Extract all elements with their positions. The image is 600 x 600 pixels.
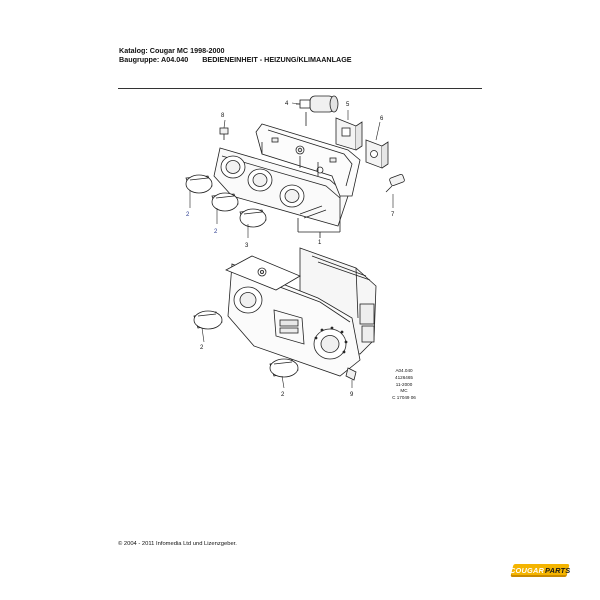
callout-6: 6	[380, 116, 384, 122]
control-knob-upper-middle	[211, 192, 239, 212]
front-panel-bezel	[213, 147, 349, 227]
ref-group: A04.040	[395, 368, 413, 373]
blower-actuator	[296, 95, 339, 126]
control-knob-lower-right	[269, 358, 299, 378]
copyright-notice: © 2004 - 2011 Infomedia Ltd und Lizenzge…	[118, 541, 237, 547]
callout-8: 8	[221, 113, 225, 119]
catalog-line: Katalog: Cougar MC 1998-2000	[119, 46, 225, 55]
cable-harness-lines	[261, 142, 319, 176]
selector-switch	[335, 117, 363, 151]
rear-mounting-plate	[255, 123, 361, 197]
control-unit-assembly	[225, 247, 377, 381]
header-divider	[118, 88, 482, 89]
illumination-bulb	[385, 174, 405, 193]
callout-2-upper-left: 2	[186, 212, 190, 218]
callout-4: 4	[285, 101, 289, 107]
ref-date: 11-2000	[395, 381, 413, 387]
drawing-reference-block: A04.040 4126465 11-2000 MC C 17049 06	[384, 368, 424, 402]
callout-7: 7	[391, 212, 395, 218]
ref-code: C 17049 06	[392, 395, 416, 401]
ref-model: MC	[400, 388, 408, 394]
control-knob-upper-right	[239, 208, 267, 228]
ac-switch	[365, 139, 389, 169]
callout-2-lower-left: 2	[200, 345, 204, 351]
catalog-header: Katalog: Cougar MC 1998-2000 Baugruppe: …	[119, 46, 352, 64]
logo-word-cougar: COUGAR	[509, 566, 544, 575]
assembly-bracket	[297, 196, 341, 238]
control-knob-lower-left	[193, 310, 223, 330]
leader-lines	[189, 102, 394, 389]
callout-1: 1	[318, 240, 322, 246]
group-line: Baugruppe: A04.040 BEDIENEINHEIT - HEIZU…	[119, 55, 352, 64]
callout-2-lower-right: 2	[281, 392, 285, 398]
group-title: BEDIENEINHEIT - HEIZUNG/KLIMAANLAGE	[202, 55, 352, 64]
callout-2-upper-middle: 2	[214, 229, 218, 235]
logo-word-parts: PARTS	[544, 566, 571, 575]
callout-5: 5	[346, 102, 350, 108]
callout-9: 9	[350, 392, 354, 398]
group-label: Baugruppe: A04.040	[119, 55, 189, 64]
ref-number: 4126465	[395, 374, 413, 380]
retaining-screw	[219, 127, 229, 140]
callout-3: 3	[245, 243, 249, 249]
control-knob-upper-left	[185, 174, 213, 194]
